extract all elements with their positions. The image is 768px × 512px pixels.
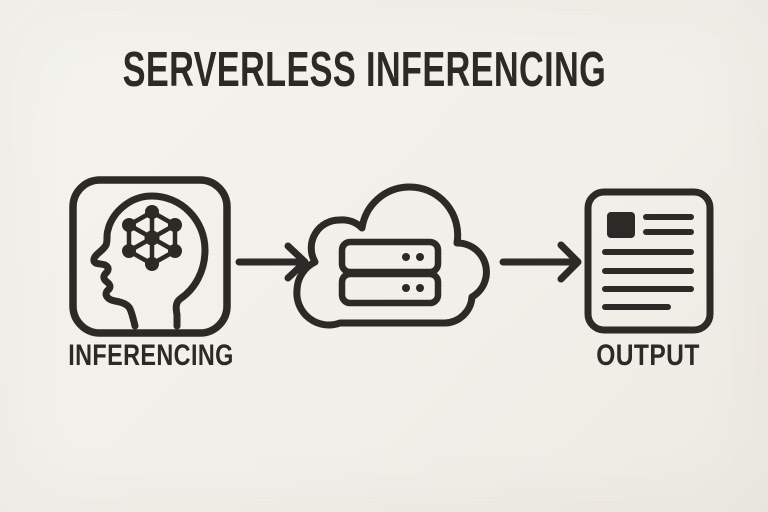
server-unit-bottom — [338, 270, 442, 307]
document-text-lines — [602, 214, 694, 310]
page-title-text: SERVERLESS INFERENCING — [122, 43, 606, 97]
cloud-servers-icon — [293, 183, 490, 329]
node-frame — [69, 176, 231, 337]
document-outline — [584, 188, 714, 334]
cloud-outline — [293, 183, 490, 329]
head-profile — [90, 192, 209, 330]
arrow-head — [557, 241, 582, 283]
output-label-text: OUTPUT — [596, 339, 700, 372]
right-arrow-icon-1 — [235, 242, 309, 282]
document-image-block — [607, 212, 635, 238]
document-icon — [584, 188, 714, 334]
arrow-head — [284, 242, 309, 282]
inferencing-label-text: INFERENCING — [68, 339, 234, 372]
output-label: OUTPUT — [585, 341, 711, 371]
inferencing-label: INFERENCING — [45, 341, 257, 371]
server-indicator-dots — [402, 253, 424, 292]
right-arrow-icon-2 — [499, 241, 582, 283]
page-title: SERVERLESS INFERENCING — [0, 46, 768, 95]
neural-network-nodes — [122, 205, 182, 271]
head-neural-network-icon — [69, 176, 231, 337]
